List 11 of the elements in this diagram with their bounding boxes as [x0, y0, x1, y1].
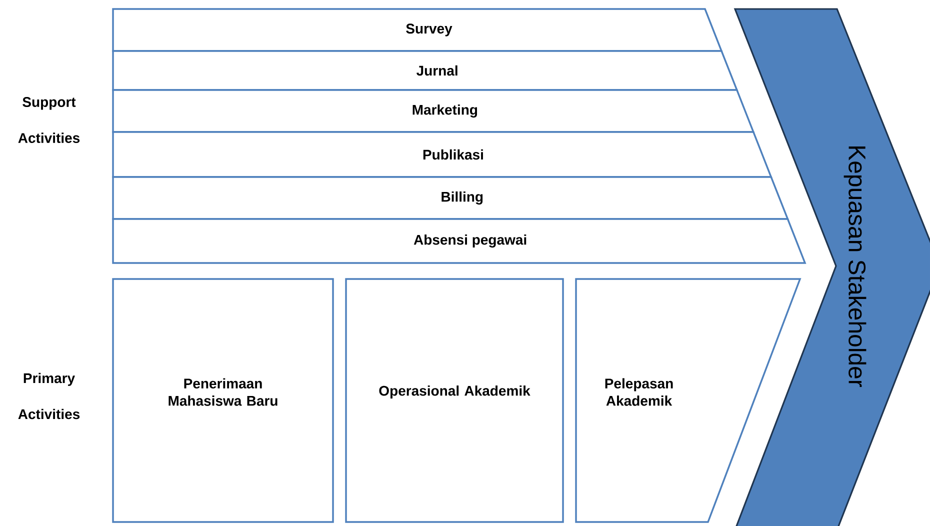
activity-row: Marketing — [112, 89, 755, 133]
activity-box: Pelepasan Akademik — [575, 278, 802, 523]
activity-box: Penerimaan Mahasiswa Baru — [112, 278, 334, 523]
activity-box: Operasional Akademik — [345, 278, 564, 523]
activity-row: Absensi pegawai — [112, 218, 806, 264]
side-label: Support Activities — [18, 97, 80, 143]
activity-row: Survey — [112, 8, 723, 52]
activity-row: Billing — [112, 176, 789, 220]
side-label: Primary Activities — [18, 372, 80, 420]
activity-row: Publikasi — [112, 131, 772, 178]
activity-row: Jurnal — [112, 50, 738, 91]
